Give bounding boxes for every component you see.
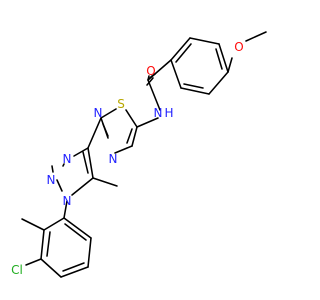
bond-methyl-o [245,31,267,42]
atom-n-triazole-1: N [63,152,72,166]
bond-thiadiazole-1 [125,109,138,128]
bond-thiadiazole-4 [114,145,133,154]
bond-ring-b-5 [87,237,92,268]
atom-o-carbonyl: O [146,64,155,78]
atom-n-triazole-2: N [47,173,56,187]
bond-carbonyl-double-2 [146,77,154,86]
bond-ring-a-6 [218,43,229,73]
bond-ring-a-1 [208,71,229,95]
molecule-structure-diagram: O O N H S N N N N N Cl [11,31,267,278]
bond-nh-thiadiazole [136,117,159,128]
bond-triazole-methyl [92,177,118,187]
bond-thiadiazole-triazole [87,117,102,149]
bond-ring-b-2 [40,229,45,260]
bond-ring-a-inner-2 [175,43,192,63]
bond-ring-a-inner-1 [183,83,204,89]
bond-ring-a-2 [180,87,210,95]
bond-triazole-3 [71,177,94,196]
bond-thiadiazole-2 [100,108,117,119]
bond-ring-b-inner-2 [62,262,85,272]
bond-ring-b-6 [63,217,92,239]
bond-ring-a-5 [189,37,220,45]
bond-triazole-1 [73,147,89,157]
bond-aryl-methyl [21,218,45,231]
bond-thiadiazole-double-1 [102,123,109,137]
bond-ring-b-1 [43,217,65,231]
bond-ring-b-3 [40,258,62,278]
bond-ring-b-inner-3 [64,223,87,241]
bond-triazole-aryl [63,200,68,219]
atom-n-thiadiazole-2: N [94,106,103,120]
atom-nh-hydrogen: H [164,106,173,120]
atom-cl: Cl [11,263,23,277]
bond-aryl-cl [25,258,42,266]
bond-carbonyl-co [147,75,150,81]
bond-triazole-double-1 [82,151,89,174]
bond-triazole-double-2 [51,165,54,173]
bond-thiadiazole-5 [131,126,138,147]
atom-n-thiadiazole-4: N [109,152,118,166]
bond-ring-b-4 [60,266,89,278]
bond-carbonyl-nh [147,79,161,111]
bond-triazole-2 [87,147,94,179]
bond-ring-a-4 [170,37,191,61]
bond-thiadiazole-double-2 [126,128,133,144]
bond-ring-a-inner-3 [215,48,223,70]
bond-o-aryl [227,57,233,73]
bond-triazole-4 [56,179,63,192]
bond-ring-b-inner-1 [46,231,51,257]
atom-s-thiadiazole: S [117,97,125,111]
atom-n-triazole-3: N [63,194,72,208]
atom-o-methoxy: O [234,40,243,54]
bond-triazole-5 [62,163,65,167]
atom-nh: N [154,106,163,120]
bond-ring-a-3 [170,59,182,89]
